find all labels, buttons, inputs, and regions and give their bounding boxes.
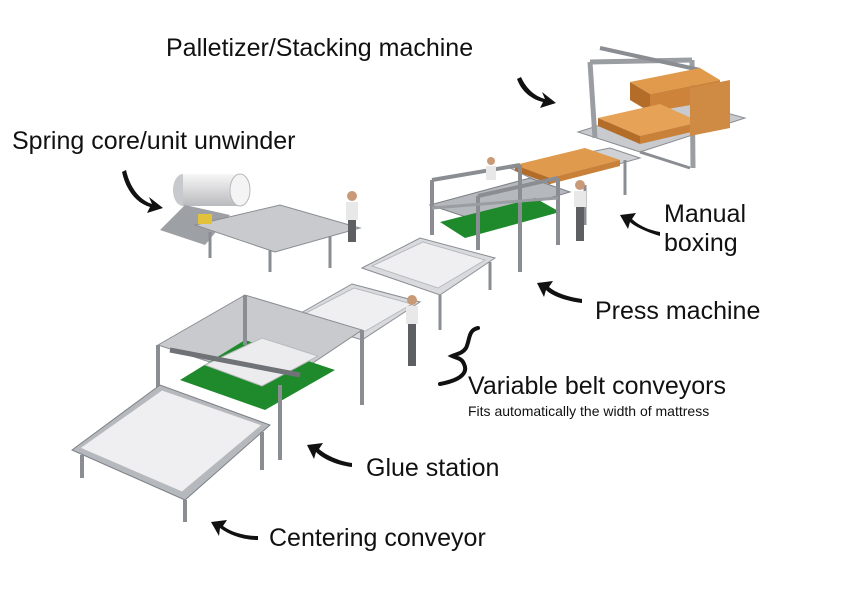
worker-icon <box>406 295 418 366</box>
palletizer-label: Palletizer/Stacking machine <box>166 34 474 62</box>
press-machine-label: Press machine <box>595 297 761 325</box>
worker-icon <box>346 191 358 242</box>
curved-arrow-icon <box>517 77 556 108</box>
curved-arrow-icon <box>211 520 258 540</box>
manual-boxing-label: Manual boxing <box>664 200 746 258</box>
variable-belt-label: Variable belt conveyors <box>468 372 727 400</box>
manual-boxing-label-line2: boxing <box>664 228 738 257</box>
curved-arrow-icon <box>620 213 660 236</box>
palletizer-machine <box>576 46 747 170</box>
worker-icon <box>574 180 586 241</box>
curved-arrow-icon <box>307 443 352 467</box>
press-machine <box>428 163 572 272</box>
glue-station-label: Glue station <box>366 454 500 482</box>
curved-arrow-icon <box>537 281 582 303</box>
worker-icon <box>486 157 496 180</box>
variable-belt-sublabel: Fits automatically the width of mattress <box>468 403 710 419</box>
spring-core-label: Spring core/unit unwinder <box>12 127 296 155</box>
centering-conveyor-label: Centering conveyor <box>269 524 486 552</box>
curved-arrow-icon <box>122 170 163 213</box>
centering-conveyor <box>71 384 271 522</box>
manual-boxing-label-line1: Manual <box>664 200 746 228</box>
brace-icon <box>438 326 480 386</box>
glue-station <box>156 294 364 460</box>
spring-unwinder <box>160 173 362 272</box>
